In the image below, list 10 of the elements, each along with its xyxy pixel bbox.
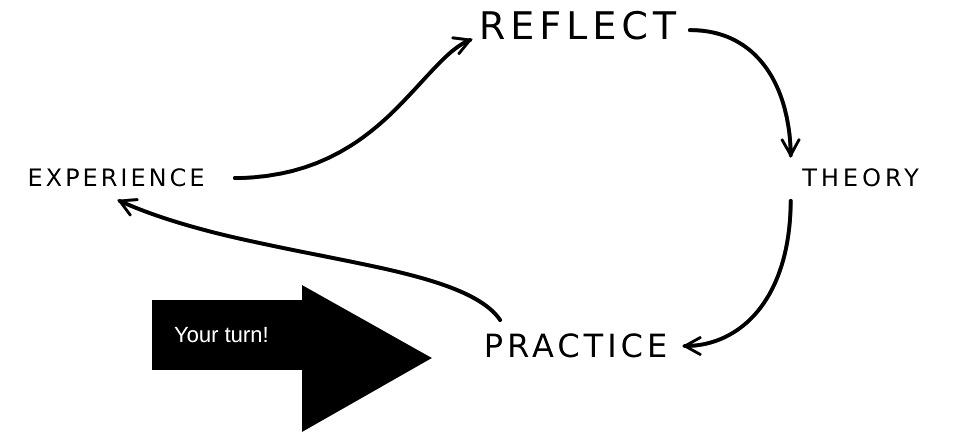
curved-arrow <box>688 28 800 157</box>
curved-arrow <box>233 38 472 180</box>
callout-text: Your turn! <box>174 322 269 348</box>
stage-label: EXPERIENCE <box>27 166 208 190</box>
curved-arrow <box>683 199 793 355</box>
stage-label: THEORY <box>802 166 923 190</box>
stage-label: PRACTICE <box>484 330 672 362</box>
big-arrow <box>152 285 432 432</box>
stage-label: REFLECT <box>478 7 682 45</box>
curved-arrow <box>118 197 502 322</box>
